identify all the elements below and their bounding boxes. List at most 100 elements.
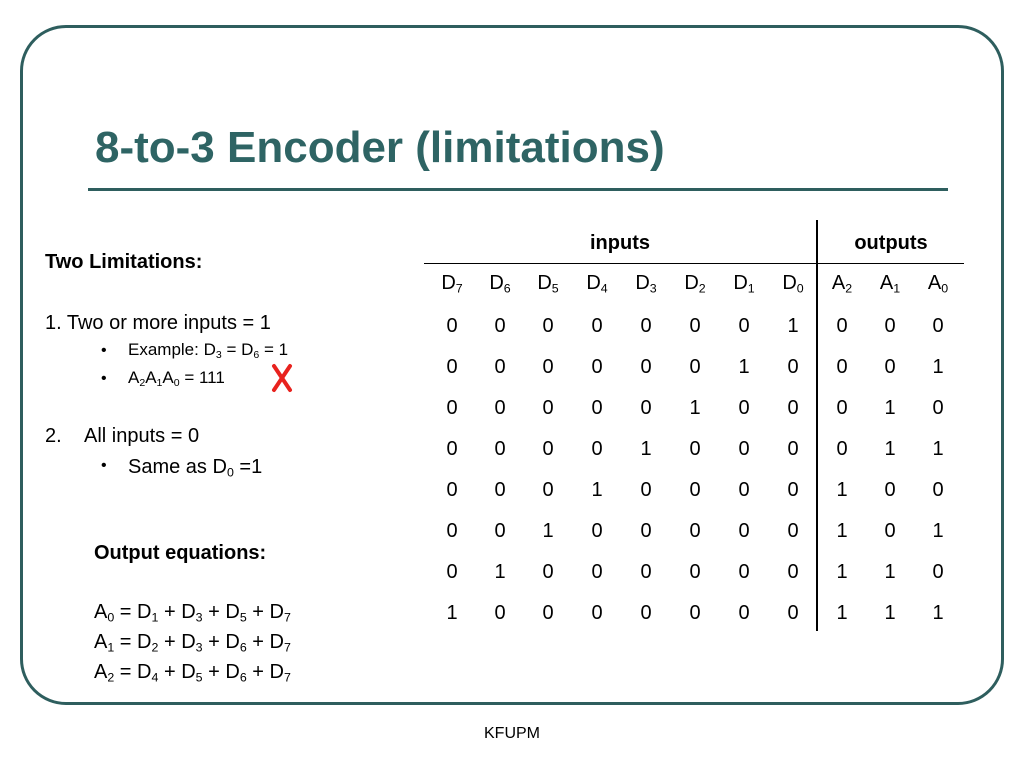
table-cell: 0 (640, 397, 652, 419)
table-cell: 0 (689, 315, 701, 337)
table-cell: 0 (591, 397, 603, 419)
limitation-2-number: 2. (45, 425, 62, 447)
column-header: D5 (537, 272, 559, 296)
table-cell: 1 (932, 356, 944, 378)
table-cell: 0 (836, 397, 848, 419)
table-header-rule (424, 263, 964, 264)
column-header: D0 (782, 272, 804, 296)
table-cell: 1 (884, 602, 896, 624)
table-cell: 0 (787, 438, 799, 460)
table-cell: 0 (446, 438, 458, 460)
table-cell: 0 (932, 315, 944, 337)
equation-line: A0 = D1 + D3 + D5 + D7 (94, 601, 291, 625)
table-cell: 0 (591, 438, 603, 460)
limitation-2: All inputs = 0 (84, 425, 200, 447)
table-cell: 1 (836, 520, 848, 542)
table-cell: 1 (640, 438, 652, 460)
table-cell: 0 (689, 479, 701, 501)
table-cell: 1 (787, 315, 799, 337)
column-header: D4 (586, 272, 608, 296)
table-cell: 0 (738, 315, 750, 337)
table-cell: 0 (591, 602, 603, 624)
table-cell: 0 (542, 479, 554, 501)
table-cell: 0 (542, 397, 554, 419)
table-cell: 0 (689, 561, 701, 583)
table-cell: 0 (932, 561, 944, 583)
table-cell: 0 (494, 479, 506, 501)
table-cell: 0 (640, 479, 652, 501)
limitation-1: 1. Two or more inputs = 1 (45, 312, 271, 334)
title-underline (88, 188, 948, 191)
table-cell: 0 (738, 602, 750, 624)
table-cell: 1 (836, 561, 848, 583)
table-cell: 1 (689, 397, 701, 419)
table-cell: 0 (591, 356, 603, 378)
equation-line: A2 = D4 + D5 + D6 + D7 (94, 661, 291, 685)
column-header: D3 (635, 272, 657, 296)
column-header: A2 (831, 272, 853, 296)
table-cell: 0 (640, 602, 652, 624)
table-cell: 0 (738, 438, 750, 460)
table-cell: 1 (542, 520, 554, 542)
table-cell: 0 (446, 356, 458, 378)
slide-frame (20, 25, 1004, 705)
table-cell: 0 (787, 520, 799, 542)
column-header: A0 (927, 272, 949, 296)
example-line: Example: D3 = D6 = 1 (128, 340, 289, 361)
table-cell: 0 (446, 315, 458, 337)
slide-footer: KFUPM (484, 725, 540, 742)
slide-title: 8-to-3 Encoder (limitations) (95, 123, 665, 172)
table-cell: 0 (787, 561, 799, 583)
table-cell: 1 (836, 602, 848, 624)
table-cell: 1 (932, 602, 944, 624)
table-cell: 0 (689, 438, 701, 460)
table-cell: 0 (494, 520, 506, 542)
table-cell: 1 (932, 438, 944, 460)
table-cell: 0 (640, 561, 652, 583)
table-cell: 0 (884, 520, 896, 542)
column-header: D1 (733, 272, 755, 296)
table-cell: 0 (446, 561, 458, 583)
table-cell: 0 (591, 520, 603, 542)
red-x-icon (272, 364, 292, 392)
table-cell: 0 (689, 520, 701, 542)
table-cell: 0 (494, 397, 506, 419)
table-cell: 0 (738, 561, 750, 583)
table-cell: 0 (542, 315, 554, 337)
table-cell: 0 (640, 315, 652, 337)
same-as-line: Same as D0 =1 (128, 456, 263, 480)
table-cell: 0 (932, 479, 944, 501)
table-cell: 0 (640, 520, 652, 542)
column-header: D6 (489, 272, 511, 296)
table-cell: 0 (787, 479, 799, 501)
table-cell: 0 (836, 438, 848, 460)
table-cell: 1 (591, 479, 603, 501)
invalid-output-line: A2A1A0 = 111 (128, 368, 225, 389)
bullet-dot: • (101, 370, 107, 387)
table-cell: 0 (494, 602, 506, 624)
table-cell: 0 (542, 602, 554, 624)
table-cell: 0 (738, 520, 750, 542)
table-divider (816, 220, 818, 631)
table-cell: 0 (542, 356, 554, 378)
bullet-dot: • (101, 457, 107, 474)
table-cell: 0 (591, 561, 603, 583)
table-cell: 0 (494, 315, 506, 337)
table-cell: 0 (689, 602, 701, 624)
table-cell: 1 (932, 520, 944, 542)
table-cell: 0 (884, 356, 896, 378)
table-cell: 0 (884, 479, 896, 501)
table-cell: 0 (494, 438, 506, 460)
column-header: D7 (441, 272, 463, 296)
table-cell: 0 (446, 397, 458, 419)
table-cell: 0 (836, 356, 848, 378)
bullet-dot: • (101, 342, 107, 359)
table-cell: 0 (738, 479, 750, 501)
table-cell: 0 (884, 315, 896, 337)
table-cell: 0 (689, 356, 701, 378)
table-cell: 1 (884, 397, 896, 419)
equation-line: A1 = D2 + D3 + D6 + D7 (94, 631, 291, 655)
table-cell: 0 (836, 315, 848, 337)
table-cell: 1 (738, 356, 750, 378)
table-cell: 0 (787, 602, 799, 624)
